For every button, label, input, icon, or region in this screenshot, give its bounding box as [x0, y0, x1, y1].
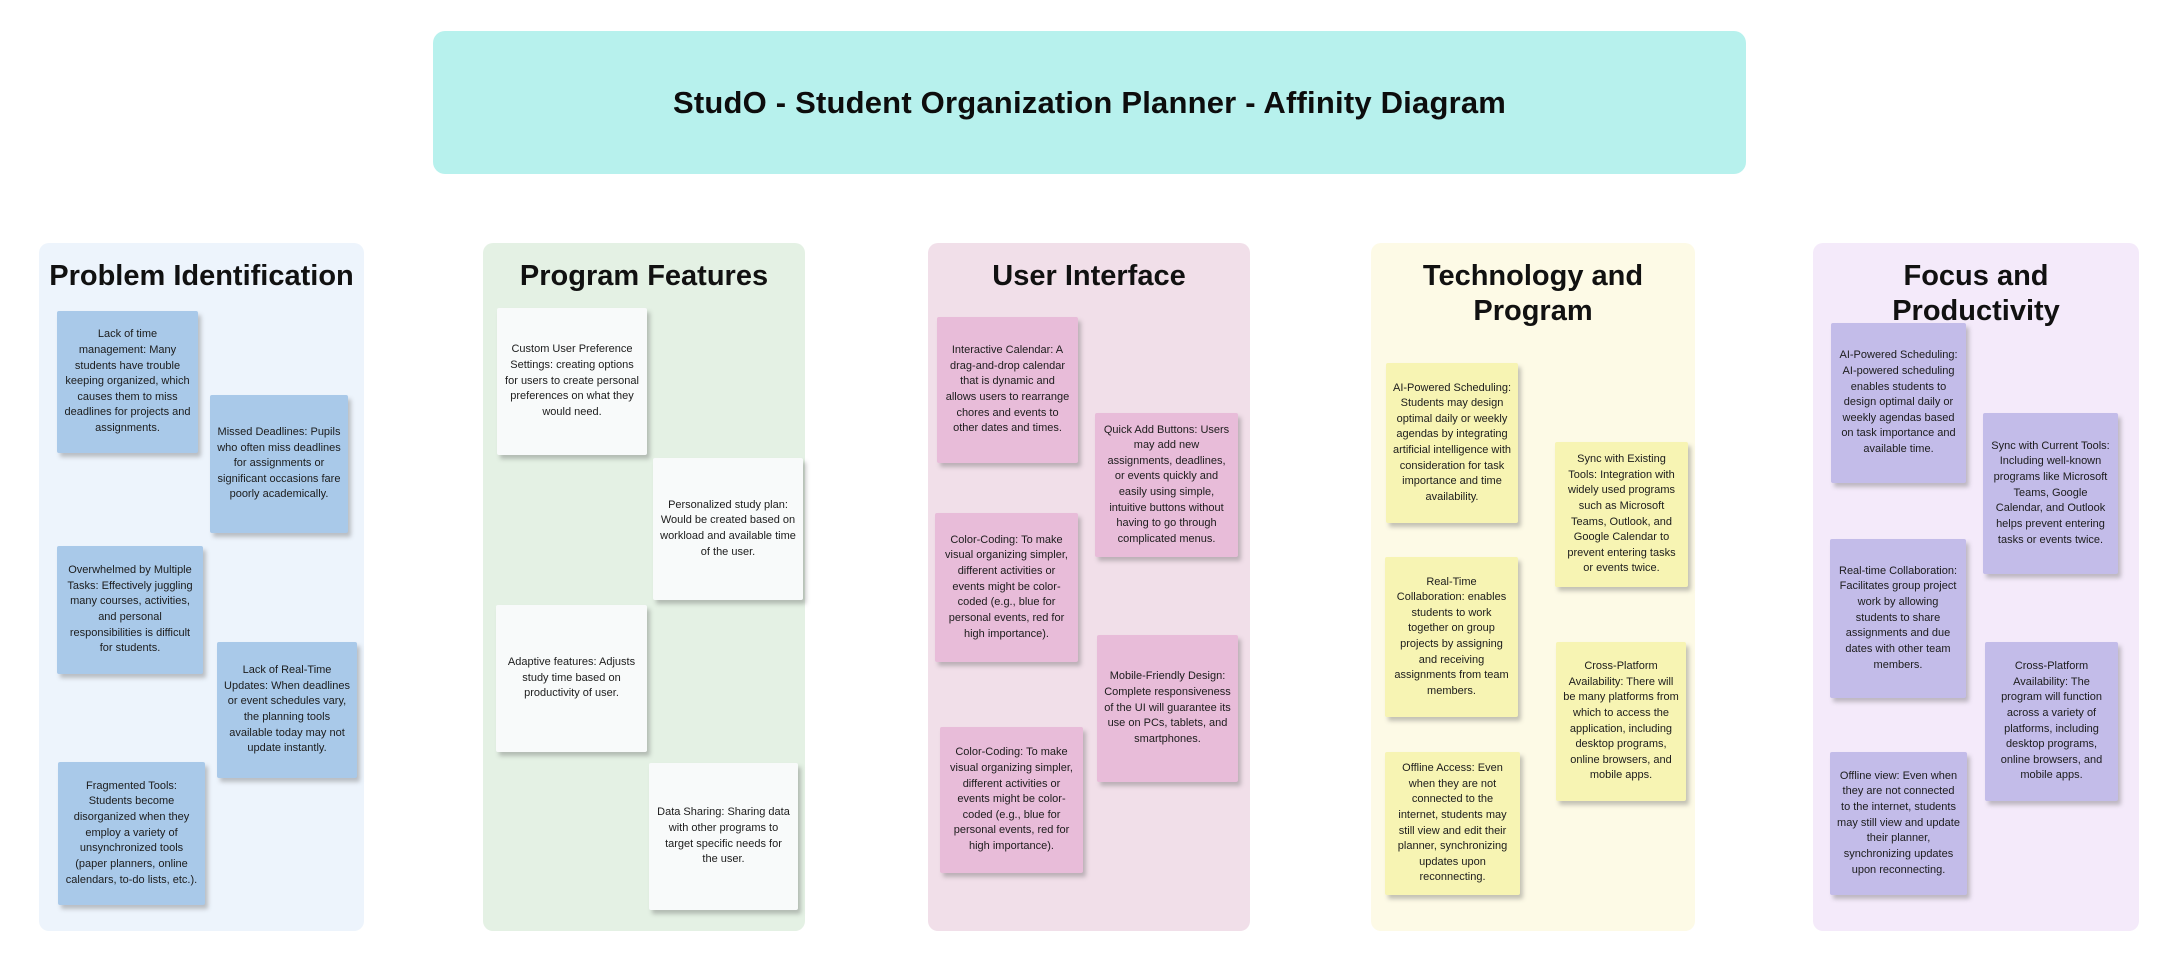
sticky-note: Adaptive features: Adjusts study time ba…: [496, 605, 647, 752]
sticky-note: Cross-Platform Availability: The program…: [1985, 642, 2118, 801]
sticky-note: Sync with Existing Tools: Integration wi…: [1555, 442, 1688, 587]
notes-layer: Lack of time management: Many students h…: [39, 243, 364, 931]
sticky-note: Offline view: Even when they are not con…: [1830, 752, 1967, 895]
sticky-note: Overwhelmed by Multiple Tasks: Effective…: [57, 546, 203, 674]
sticky-note-text: Color-Coding: To make visual organizing …: [950, 746, 1073, 853]
sticky-note: Lack of Real-Time Updates: When deadline…: [217, 642, 357, 778]
sticky-note-text: Offline view: Even when they are not con…: [1837, 769, 1960, 876]
sticky-note: Fragmented Tools: Students become disorg…: [58, 762, 205, 905]
column-program-features: Program Features Custom User Preference …: [483, 243, 805, 931]
sticky-note: Real-time Collaboration: Facilitates gro…: [1830, 539, 1966, 698]
column-focus-and-productivity: Focus and Productivity AI-Powered Schedu…: [1813, 243, 2139, 931]
sticky-note-text: AI-Powered Scheduling: AI-powered schedu…: [1839, 349, 1958, 456]
column-user-interface: User Interface Interactive Calendar: A d…: [928, 243, 1250, 931]
sticky-note-text: Real-time Collaboration: Facilitates gro…: [1839, 564, 1957, 671]
sticky-note-text: Interactive Calendar: A drag-and-drop ca…: [945, 344, 1070, 435]
sticky-note: Interactive Calendar: A drag-and-drop ca…: [937, 317, 1078, 463]
sticky-note-text: Cross-Platform Availability: The program…: [2000, 660, 2103, 782]
column-header: Program Features: [519, 260, 769, 292]
sticky-note-text: Real-Time Collaboration: enables student…: [1394, 575, 1509, 697]
sticky-note-text: Personalized study plan: Would be create…: [660, 498, 796, 558]
sticky-note-text: Overwhelmed by Multiple Tasks: Effective…: [67, 564, 193, 655]
sticky-note: Real-Time Collaboration: enables student…: [1385, 557, 1518, 717]
sticky-note: Missed Deadlines: Pupils who often miss …: [210, 395, 348, 533]
sticky-note-text: Missed Deadlines: Pupils who often miss …: [217, 425, 341, 501]
column-header: Focus and Productivity: [1892, 260, 2060, 327]
sticky-note: Color-Coding: To make visual organizing …: [935, 513, 1078, 662]
diagram-title: StudO - Student Organization Planner - A…: [672, 84, 1507, 120]
sticky-note-text: Custom User Preference Settings: creatin…: [505, 343, 639, 418]
sticky-note-text: Quick Add Buttons: Users may add new ass…: [1103, 423, 1230, 545]
column-problem-identification: Problem Identification Lack of time mana…: [39, 243, 364, 931]
sticky-note-text: Fragmented Tools: Students become disorg…: [65, 779, 198, 886]
column-technology-and-program: Technology and Program AI-Powered Schedu…: [1371, 243, 1695, 931]
sticky-note-text: Color-Coding: To make visual organizing …: [945, 533, 1068, 640]
sticky-note: Lack of time management: Many students h…: [57, 311, 198, 453]
sticky-note-text: Mobile-Friendly Design: Complete respons…: [1104, 670, 1231, 745]
sticky-note: AI-Powered Scheduling: AI-powered schedu…: [1831, 323, 1966, 483]
column-header: Problem Identification: [49, 260, 354, 292]
sticky-note: Mobile-Friendly Design: Complete respons…: [1097, 635, 1238, 782]
sticky-note-text: Data Sharing: Sharing data with other pr…: [657, 806, 790, 866]
column-header: User Interface: [992, 260, 1186, 292]
sticky-note: Sync with Current Tools: Including well-…: [1983, 413, 2118, 574]
sticky-note: Offline Access: Even when they are not c…: [1385, 752, 1520, 895]
sticky-note: Custom User Preference Settings: creatin…: [497, 308, 647, 455]
sticky-note: Cross-Platform Availability: There will …: [1556, 642, 1686, 801]
sticky-note-text: Cross-Platform Availability: There will …: [1563, 660, 1679, 782]
sticky-note: Quick Add Buttons: Users may add new ass…: [1095, 413, 1238, 557]
sticky-note: Personalized study plan: Would be create…: [653, 458, 803, 600]
notes-layer: AI-Powered Scheduling: Students may desi…: [1371, 243, 1695, 931]
sticky-note-text: Offline Access: Even when they are not c…: [1397, 762, 1508, 884]
sticky-note: Color-Coding: To make visual organizing …: [940, 727, 1083, 873]
sticky-note-text: Adaptive features: Adjusts study time ba…: [507, 656, 636, 700]
sticky-note-text: Lack of Real-Time Updates: When deadline…: [224, 664, 350, 755]
notes-layer: Custom User Preference Settings: creatin…: [483, 243, 805, 931]
sticky-note-text: Lack of time management: Many students h…: [64, 328, 191, 435]
sticky-note: Data Sharing: Sharing data with other pr…: [649, 763, 798, 910]
title-banner: StudO - Student Organization Planner - A…: [433, 31, 1746, 174]
sticky-note-text: Sync with Current Tools: Including well-…: [1991, 439, 2110, 546]
sticky-note-text: AI-Powered Scheduling: Students may desi…: [1393, 381, 1512, 503]
notes-layer: Interactive Calendar: A drag-and-drop ca…: [928, 243, 1250, 931]
notes-layer: AI-Powered Scheduling: AI-powered schedu…: [1813, 243, 2139, 931]
column-header: Technology and Program: [1422, 260, 1644, 327]
sticky-note: AI-Powered Scheduling: Students may desi…: [1386, 363, 1518, 523]
sticky-note-text: Sync with Existing Tools: Integration wi…: [1567, 453, 1676, 575]
